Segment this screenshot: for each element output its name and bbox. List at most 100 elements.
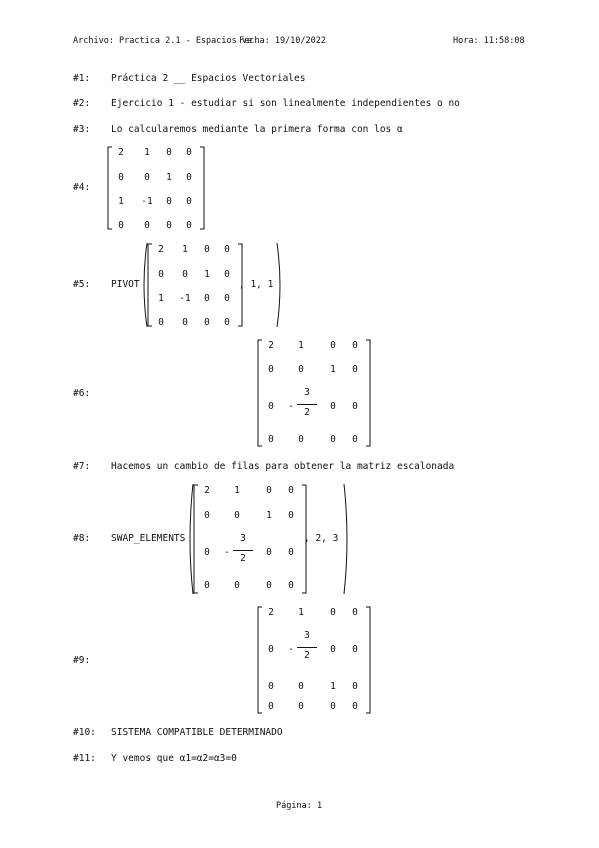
- matrix-cell: 0: [224, 317, 230, 328]
- matrix-cell: 1: [298, 340, 304, 351]
- matrix-cell: 0: [118, 172, 124, 183]
- line-text-10: SISTEMA COMPATIBLE DETERMINADO: [111, 727, 283, 738]
- matrix-cell: 0: [268, 701, 274, 712]
- matrix-cell: 2: [268, 607, 274, 618]
- matrix-bracket-left: [107, 146, 112, 230]
- matrix-cell: 0: [118, 220, 124, 231]
- matrix-cell: 0: [234, 510, 240, 521]
- matrix-cell: 0: [204, 547, 210, 558]
- paren-left: [189, 483, 194, 595]
- header-date: Fecha: 19/10/2022: [239, 36, 326, 46]
- matrix-cell: 1: [118, 196, 124, 207]
- matrix-cell: -1: [141, 196, 153, 207]
- matrix-cell: 0: [204, 580, 210, 591]
- fraction-numerator: 3: [304, 387, 310, 398]
- matrix-cell: 0: [144, 220, 150, 231]
- matrix-cell: 0: [268, 364, 274, 375]
- line-label-8: #8:: [73, 533, 91, 544]
- matrix-bracket-right: [200, 146, 205, 230]
- fraction-bar: [297, 404, 317, 405]
- line-text-11: Y vemos que α1=α2=α3=0: [111, 753, 237, 764]
- matrix-cell: 1: [234, 485, 240, 496]
- fraction-bar: [233, 550, 253, 551]
- matrix-cell: 0: [330, 607, 336, 618]
- matrix-cell: 0: [330, 340, 336, 351]
- matrix-cell: 0: [330, 701, 336, 712]
- line-text-7: Hacemos un cambio de filas para obtener …: [111, 461, 455, 472]
- swap-function-name: SWAP_ELEMENTS: [111, 533, 186, 544]
- line-label-6: #6:: [73, 388, 91, 399]
- matrix-cell: 0: [204, 293, 210, 304]
- matrix-cell: 0: [288, 580, 294, 591]
- matrix-cell: 0: [182, 317, 188, 328]
- matrix-bracket-left: [257, 339, 262, 447]
- matrix-cell: 2: [204, 485, 210, 496]
- header-time: Hora: 11:58:08: [453, 36, 525, 46]
- matrix-cell: 0: [352, 401, 358, 412]
- matrix-cell: 0: [330, 644, 336, 655]
- matrix-cell: 0: [352, 701, 358, 712]
- matrix-cell: 0: [352, 607, 358, 618]
- matrix-cell: 0: [352, 434, 358, 445]
- line-label-2: #2:: [73, 98, 91, 109]
- matrix-cell: 0: [204, 317, 210, 328]
- paren-right: [276, 242, 281, 328]
- matrix-cell: 1: [182, 244, 188, 255]
- matrix-cell: 1: [298, 607, 304, 618]
- matrix-cell: 1: [330, 364, 336, 375]
- line-label-3: #3:: [73, 124, 91, 135]
- matrix-cell: 0: [182, 269, 188, 280]
- matrix-cell: 0: [186, 220, 192, 231]
- matrix-cell: 0: [224, 269, 230, 280]
- matrix-cell: 0: [288, 510, 294, 521]
- line-text-1: Práctica 2 __ Espacios Vectoriales: [111, 73, 306, 84]
- matrix-cell: 2: [118, 147, 124, 158]
- matrix-cell: 1: [166, 172, 172, 183]
- fraction-sign: -: [288, 644, 294, 655]
- matrix-bracket-left: [193, 484, 198, 594]
- matrix-cell: 0: [268, 401, 274, 412]
- line-label-4: #4:: [73, 182, 91, 193]
- matrix-cell: 1: [144, 147, 150, 158]
- fraction-sign: -: [224, 547, 230, 558]
- matrix-cell: 1: [158, 293, 164, 304]
- matrix-cell: 0: [268, 644, 274, 655]
- matrix-cell: 2: [158, 244, 164, 255]
- paren-left: [143, 242, 148, 328]
- matrix-bracket-left: [147, 243, 152, 327]
- matrix-cell: 0: [352, 364, 358, 375]
- pivot-function-name: PIVOT: [111, 279, 140, 290]
- matrix-cell: 0: [352, 644, 358, 655]
- matrix-cell: 0: [166, 220, 172, 231]
- line-label-1: #1:: [73, 73, 91, 84]
- matrix-cell: 0: [144, 172, 150, 183]
- line-label-7: #7:: [73, 461, 91, 472]
- matrix-cell: 1: [266, 510, 272, 521]
- matrix-cell: 0: [298, 364, 304, 375]
- matrix-cell: 0: [204, 244, 210, 255]
- fraction-sign: -: [288, 401, 294, 412]
- line-label-5: #5:: [73, 279, 91, 290]
- matrix-cell: 0: [204, 510, 210, 521]
- matrix-cell: 0: [352, 681, 358, 692]
- matrix-cell: 0: [166, 147, 172, 158]
- matrix-cell: 0: [158, 317, 164, 328]
- fraction-denominator: 2: [240, 553, 246, 564]
- paren-right: [343, 483, 348, 595]
- matrix-cell: 0: [224, 244, 230, 255]
- swap-args: , 2, 3: [304, 533, 339, 544]
- matrix-bracket-right: [366, 606, 371, 714]
- matrix-cell: 2: [268, 340, 274, 351]
- pivot-args: , 1, 1: [239, 279, 274, 290]
- fraction-numerator: 3: [240, 533, 246, 544]
- matrix-cell: 1: [330, 681, 336, 692]
- matrix-bracket-right: [302, 484, 307, 594]
- matrix-bracket-right: [238, 243, 243, 327]
- matrix-cell: 0: [352, 340, 358, 351]
- matrix-cell: 0: [298, 434, 304, 445]
- matrix-cell: 0: [166, 196, 172, 207]
- line-label-11: #11:: [73, 753, 96, 764]
- line-text-3: Lo calcularemos mediante la primera form…: [111, 124, 403, 135]
